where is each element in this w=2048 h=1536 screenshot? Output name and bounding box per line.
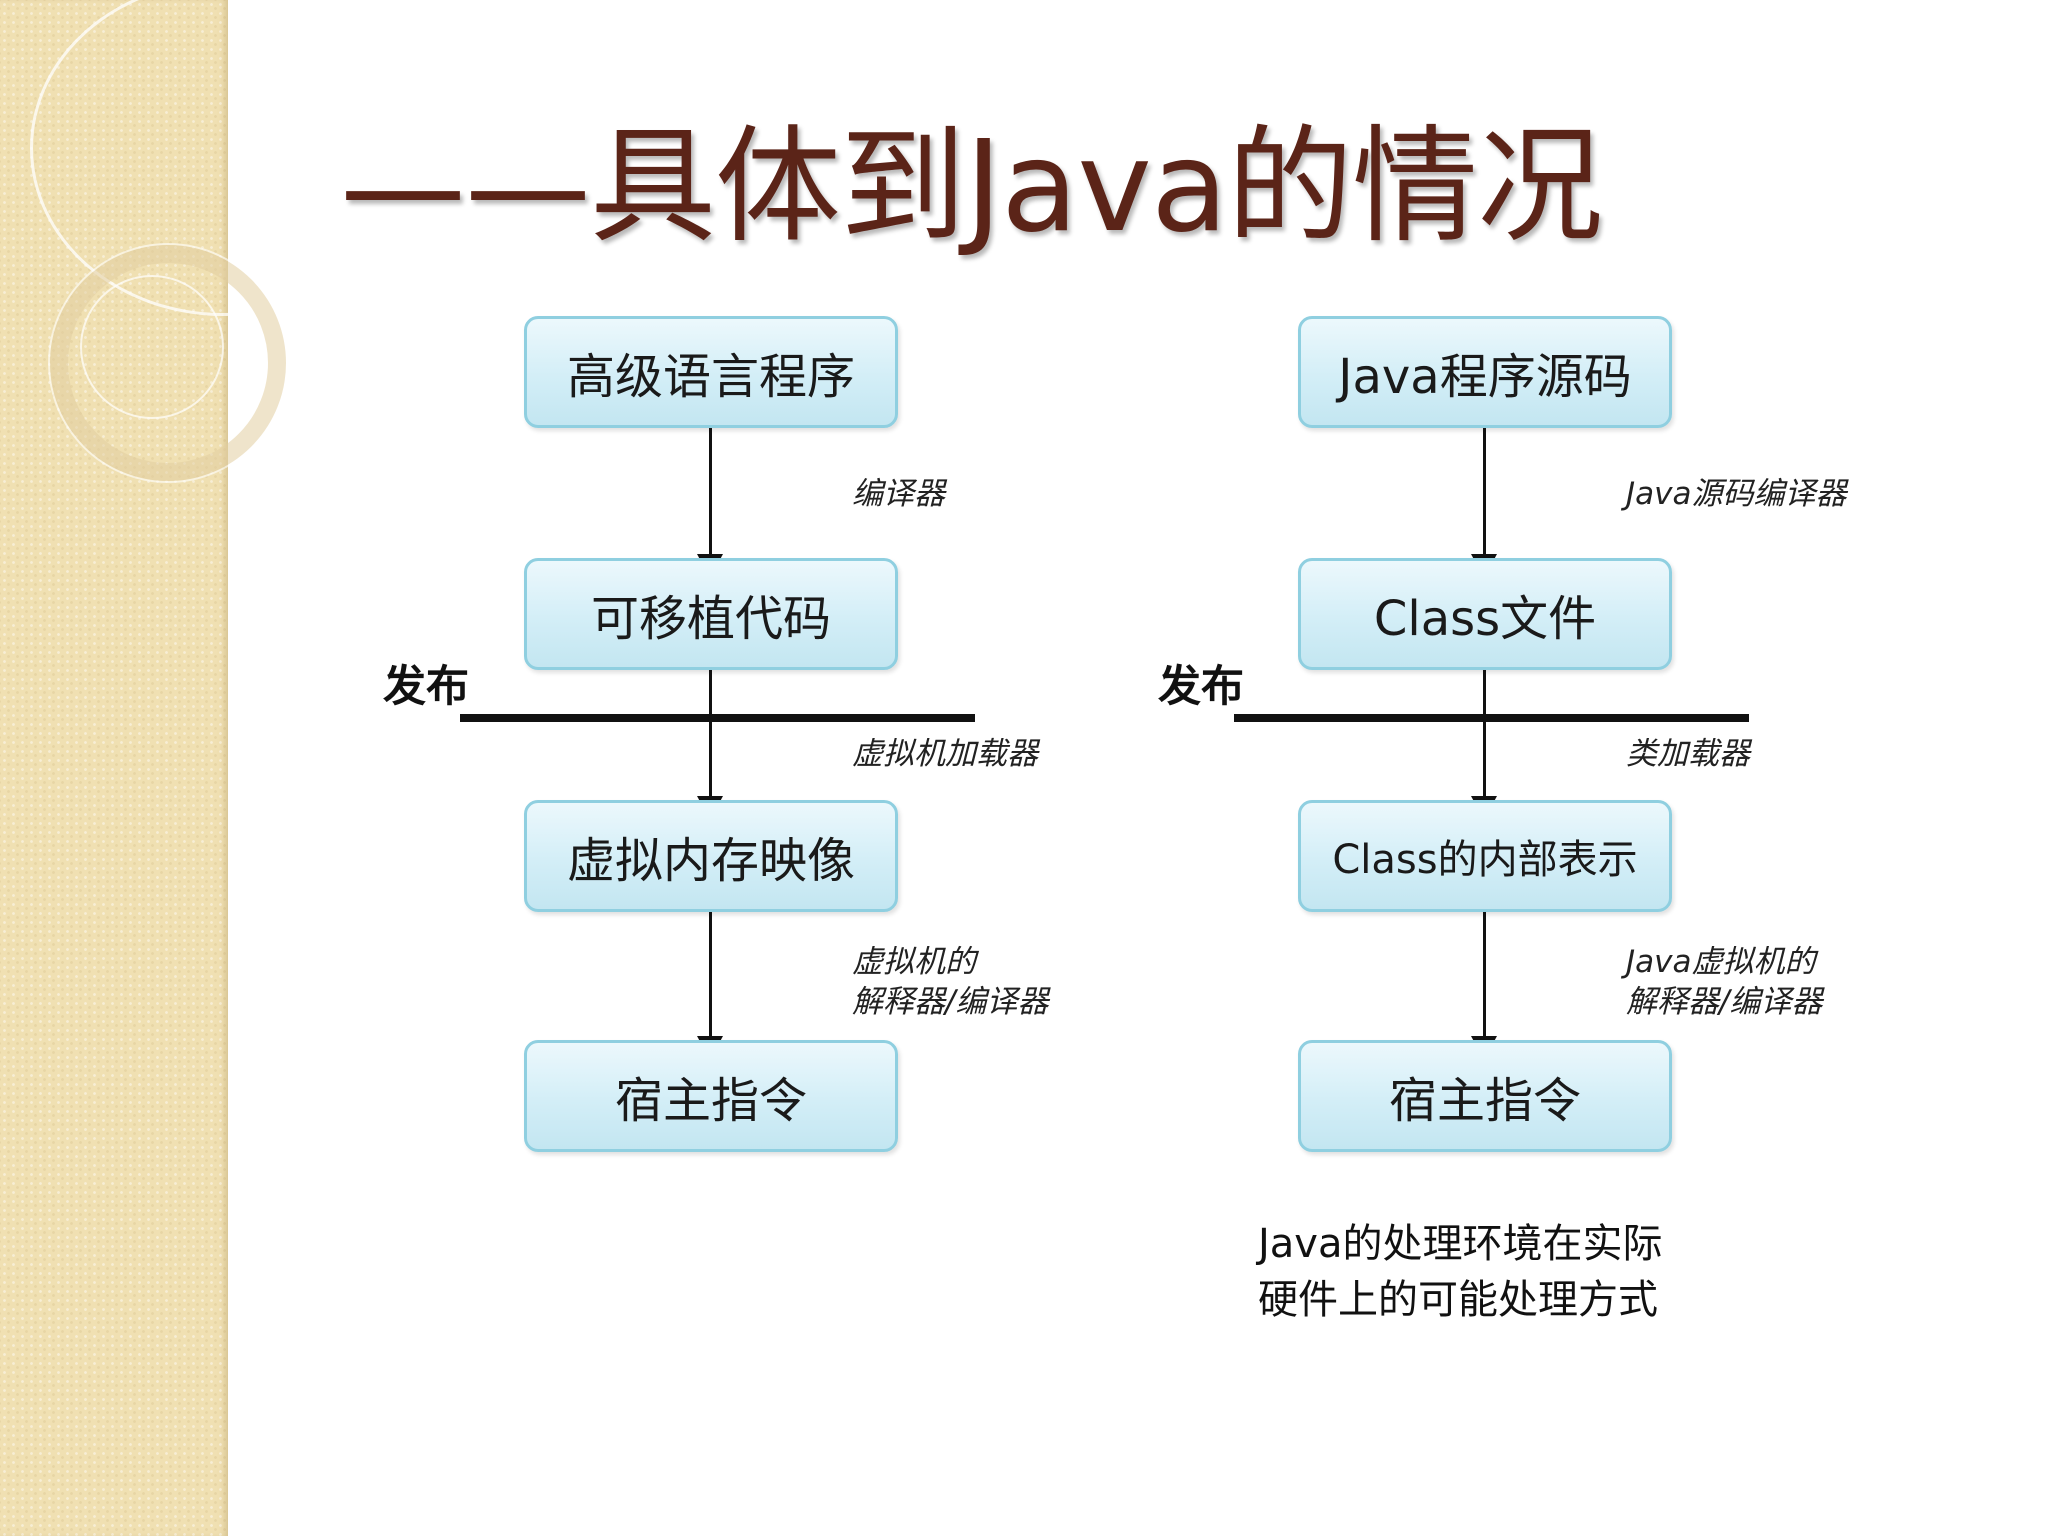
left-node-virtual-memory-image: 虚拟内存映像 xyxy=(524,800,898,912)
caption-line-1: Java的处理环境在实际 xyxy=(1258,1221,1663,1267)
right-edge-label-java-compiler: Java源码编译器 xyxy=(1626,476,1847,512)
left-arrow-line-2 xyxy=(709,670,712,800)
right-edge-label-class-loader: 类加载器 xyxy=(1626,736,1750,772)
right-arrow-line-1 xyxy=(1483,428,1486,558)
right-node-host-instructions: 宿主指令 xyxy=(1298,1040,1672,1152)
right-release-bar xyxy=(1234,714,1749,722)
right-arrow-line-2 xyxy=(1483,670,1486,800)
left-release-label: 发布 xyxy=(383,662,469,712)
right-release-label: 发布 xyxy=(1158,662,1244,712)
left-arrow-line-3 xyxy=(709,912,712,1040)
left-node-high-level-program: 高级语言程序 xyxy=(524,316,898,428)
right-node-class-file: Class文件 xyxy=(1298,558,1672,670)
decorative-ring-inner xyxy=(80,275,224,419)
left-edge-label-interpreter-compiler: 解释器/编译器 xyxy=(852,984,1049,1020)
left-release-bar xyxy=(460,714,975,722)
left-node-host-instructions: 宿主指令 xyxy=(524,1040,898,1152)
right-arrow-line-3 xyxy=(1483,912,1486,1040)
slide-title: ——具体到Java的情况 xyxy=(340,113,1603,260)
right-edge-label-jvm: Java虚拟机的 xyxy=(1626,944,1816,980)
right-node-java-source: Java程序源码 xyxy=(1298,316,1672,428)
caption: Java的处理环境在实际 硬件上的可能处理方式 xyxy=(1258,1216,1663,1328)
right-node-class-internal: Class的内部表示 xyxy=(1298,800,1672,912)
right-edge-label-interpreter-compiler: 解释器/编译器 xyxy=(1626,984,1823,1020)
left-edge-label-compiler: 编译器 xyxy=(852,476,945,512)
left-edge-label-vm-loader: 虚拟机加载器 xyxy=(852,736,1038,772)
left-edge-label-vm: 虚拟机的 xyxy=(852,944,976,980)
left-node-portable-code: 可移植代码 xyxy=(524,558,898,670)
caption-line-2: 硬件上的可能处理方式 xyxy=(1258,1277,1658,1323)
left-arrow-line-1 xyxy=(709,428,712,558)
